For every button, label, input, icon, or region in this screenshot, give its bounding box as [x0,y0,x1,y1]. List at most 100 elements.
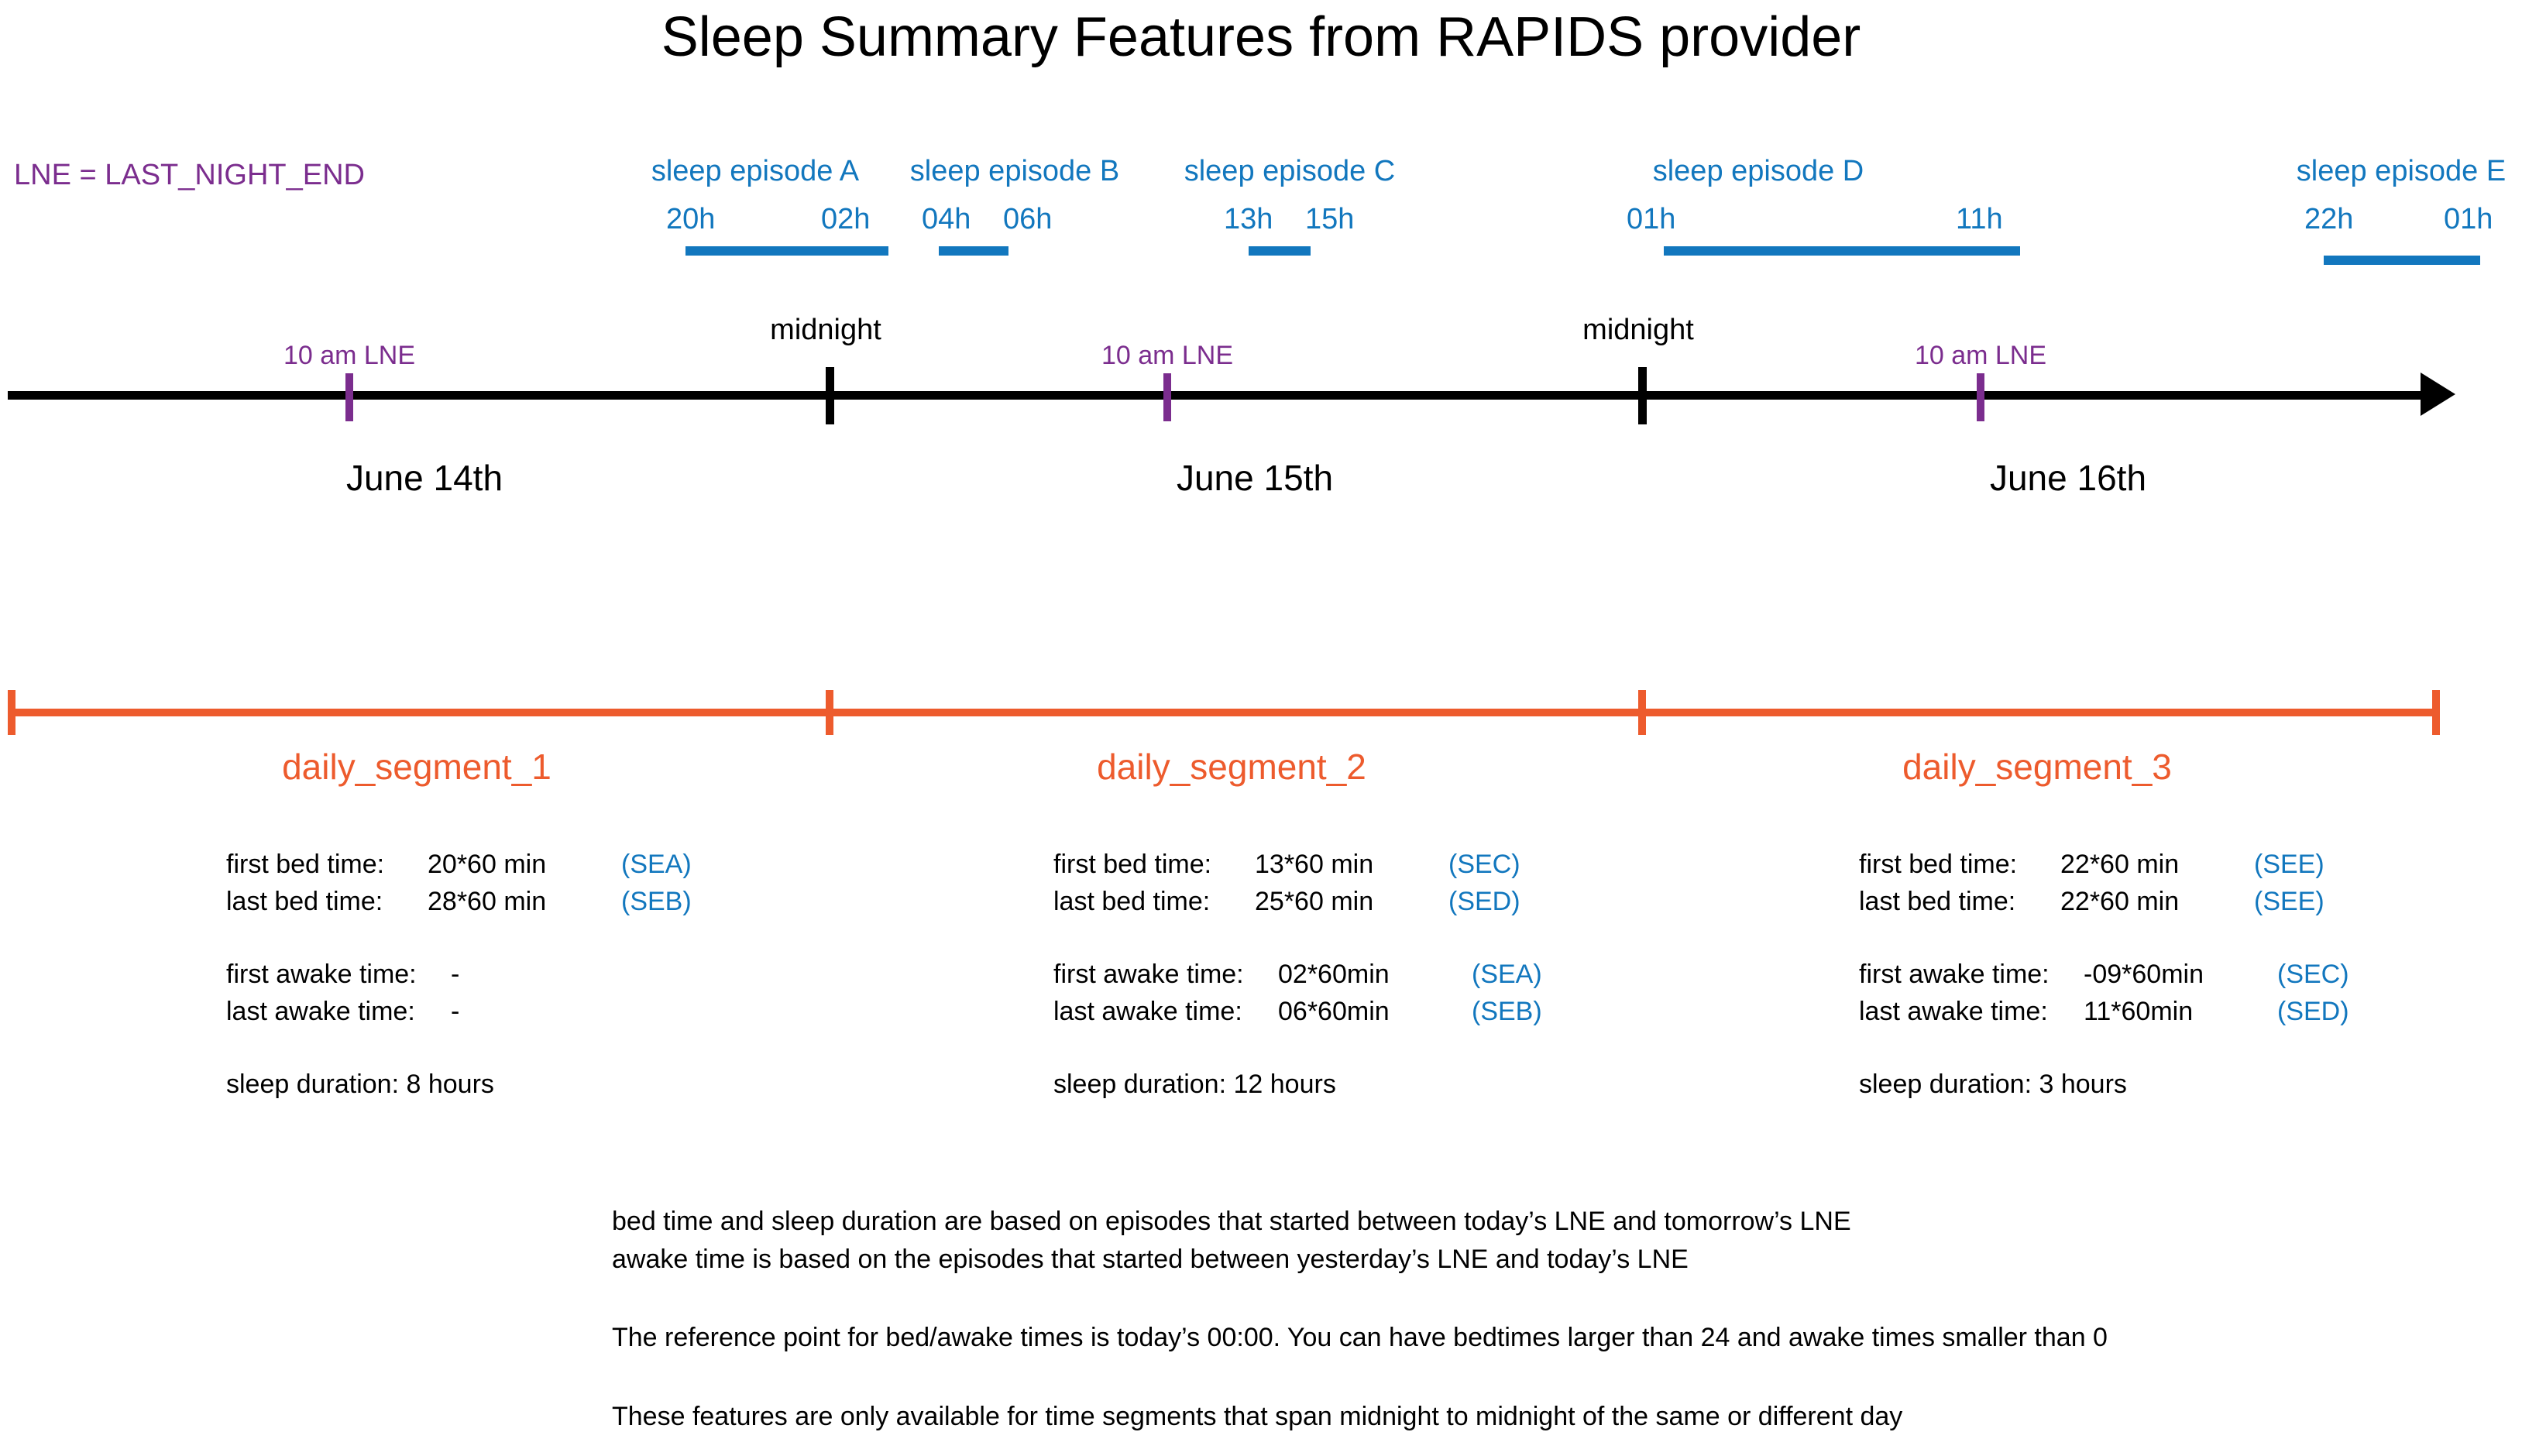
detail-code: (SEB) [621,887,692,916]
timeline-axis [8,391,2432,400]
detail-row-duration: sleep duration: 3 hours [1859,1066,2349,1103]
segment-tick-2 [1638,690,1646,735]
detail-code: (SEE) [2254,887,2324,916]
detail-row: first awake time: - [226,956,692,993]
segment-label-2: daily_segment_2 [1097,747,1366,787]
midnight-label-2: midnight [1582,314,1694,346]
episode-end-b: 06h [1003,203,1053,235]
lne-legend: LNE = LAST_NIGHT_END [14,159,365,191]
detail-value: 25*60 min [1255,887,1374,916]
footnote-bed-time-rule: bed time and sleep duration are based on… [612,1207,1851,1236]
detail-row: last bed time: 22*60 min (SEE) [1859,883,2349,920]
episode-end-a: 02h [821,203,871,235]
episode-end-d: 11h [1956,203,2003,235]
episode-label-c: sleep episode C [1184,155,1396,187]
detail-value: 28*60 min [428,887,547,916]
detail-label: first bed time: [226,850,385,879]
segment-tick-start [8,690,15,735]
detail-row: last awake time:- [226,993,692,1030]
detail-code: (SED) [2277,997,2349,1026]
lne-label-3: 10 am LNE [1914,341,2047,370]
duration-label: sleep duration: [226,1070,400,1099]
detail-code: (SEC) [2277,960,2349,989]
episode-label-a: sleep episode A [651,155,860,187]
detail-label: first awake time: [1859,960,2050,989]
footnote-availability: These features are only available for ti… [612,1402,1903,1431]
episode-label-b: sleep episode B [909,155,1120,187]
detail-label: first awake time: [1053,960,1244,989]
spacer [1053,1030,1542,1066]
segment-label-1: daily_segment_1 [282,747,551,787]
segment-detail-2: first bed time:13*60 min(SEC) last bed t… [1053,846,1542,1103]
episode-start-e: 22h [2304,203,2354,235]
episode-bar-b [939,246,1008,256]
detail-label: last awake time: [1859,997,2048,1026]
detail-code: (SEA) [621,850,692,879]
detail-value: 11*60min [2084,997,2194,1026]
detail-label: first bed time: [1053,850,1212,879]
episode-start-b: 04h [922,203,971,235]
lne-tick-2 [1163,373,1171,421]
detail-value: 22*60 min [2060,887,2180,916]
duration-label: sleep duration: [1053,1070,1227,1099]
detail-value: -09*60min [2084,960,2204,989]
midnight-label-1: midnight [770,314,881,346]
episode-bar-e [2324,256,2480,265]
midnight-tick-2 [1638,367,1647,424]
episode-end-c: 15h [1305,203,1355,235]
duration-value: 8 hours [406,1070,494,1099]
detail-code: (SEC) [1448,850,1520,879]
episode-bar-c [1249,246,1311,256]
duration-label: sleep duration: [1859,1070,2032,1099]
detail-row-duration: sleep duration: 8 hours [226,1066,692,1103]
detail-label: last awake time: [1053,997,1242,1026]
segment-tick-end [2432,690,2440,735]
day-label-2: June 15th [1176,458,1334,498]
spacer [226,1030,692,1066]
footnote-reference-point: The reference point for bed/awake times … [612,1323,2108,1352]
episode-label-d: sleep episode D [1652,155,1864,187]
episode-bar-a [685,246,888,256]
spacer [1053,920,1542,956]
detail-value: 13*60 min [1255,850,1374,879]
detail-value: 02*60min [1278,960,1390,989]
detail-label: last bed time: [1859,887,2016,916]
detail-value: 20*60 min [428,850,547,879]
footnote-awake-time-rule: awake time is based on the episodes that… [612,1245,1689,1274]
duration-value: 12 hours [1233,1070,1336,1099]
detail-row: first bed time: 20*60 min (SEA) [226,846,692,883]
detail-code: (SED) [1448,887,1520,916]
detail-label: first awake time: [226,960,417,989]
segment-label-3: daily_segment_3 [1902,747,2172,787]
detail-row: first awake time:02*60min(SEA) [1053,956,1542,993]
episode-end-e: 01h [2444,203,2493,235]
midnight-tick-1 [826,367,834,424]
detail-row: first awake time: -09*60min (SEC) [1859,956,2349,993]
lne-label-1: 10 am LNE [283,341,416,370]
day-label-1: June 14th [345,458,503,498]
duration-value: 3 hours [2039,1070,2127,1099]
detail-value: - [451,960,460,989]
lne-tick-3 [1977,373,1984,421]
detail-label: last bed time: [226,887,383,916]
segment-tick-1 [826,690,833,735]
detail-row: first bed time:22*60 min(SEE) [1859,846,2349,883]
spacer [1859,920,2349,956]
detail-row: last bed time: 28*60 min (SEB) [226,883,692,920]
detail-label: first bed time: [1859,850,2018,879]
detail-value: 06*60min [1278,997,1390,1026]
detail-row: last awake time: 11*60min (SED) [1859,993,2349,1030]
detail-label: last awake time: [226,997,415,1026]
detail-value: 22*60 min [2060,850,2180,879]
daily-segment-ruler [8,709,2440,716]
episode-bar-d [1664,246,2020,256]
episode-start-c: 13h [1224,203,1273,235]
segment-detail-1: first bed time: 20*60 min (SEA) last bed t… [226,846,692,1103]
detail-row: last bed time:25*60 min(SED) [1053,883,1542,920]
day-label-3: June 16th [1989,458,2147,498]
timeline-arrow-icon [2421,373,2455,416]
spacer [1859,1030,2349,1066]
episode-label-e: sleep episode E [2296,155,2507,187]
lne-tick-1 [345,373,353,421]
